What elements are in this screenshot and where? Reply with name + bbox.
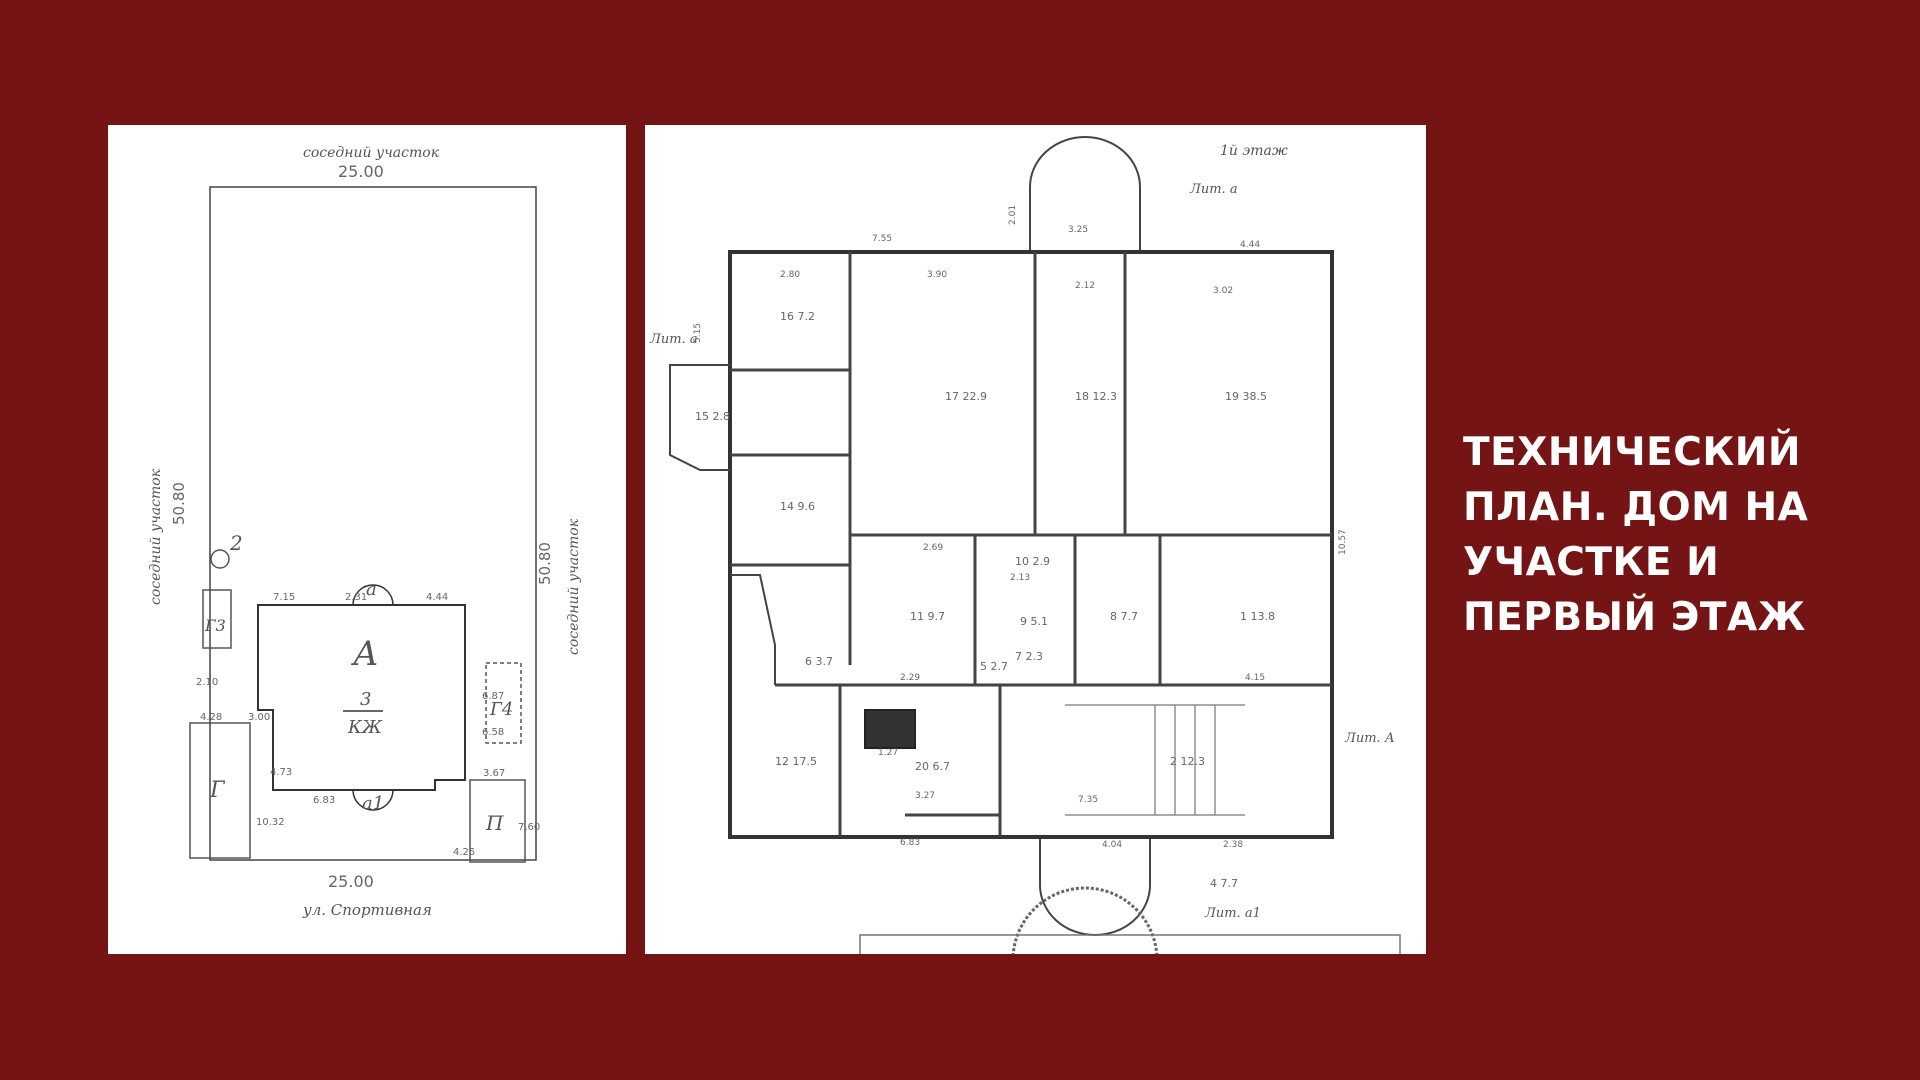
site-dimension: 7.15 [273, 592, 295, 603]
floor-plan-image: 1й этаж Лит. а Лит. а Лит. А Лит. а1 [645, 125, 1426, 954]
site-dimension: 6.87 [482, 691, 504, 702]
room-label: 14 9.6 [780, 500, 815, 513]
floor-dimension: 4.04 [1102, 840, 1122, 850]
room-label: 12 17.5 [775, 755, 817, 768]
floor-dimension: 4.44 [1240, 240, 1260, 250]
lit-a-label: Лит. а [1189, 182, 1238, 197]
site-dimension: 4.73 [270, 767, 292, 778]
room-label: 8 7.7 [1110, 610, 1138, 623]
house-material: КЖ [347, 717, 383, 738]
site-left-label: соседний участок [148, 468, 164, 605]
house-floors: 3 [360, 689, 371, 710]
floor-dimension: 2.38 [1223, 840, 1243, 850]
room-label: 18 12.3 [1075, 390, 1117, 403]
site-dimension: 6.83 [313, 795, 335, 806]
floor-dimension: 7.55 [872, 234, 892, 244]
site-dimension: 7.60 [518, 822, 540, 833]
site-right-dim: 50.80 [536, 542, 554, 585]
shed-g-label: Г [209, 778, 226, 803]
site-dimension: 3.00 [248, 712, 270, 723]
site-dimension: 2.10 [196, 677, 218, 688]
site-dimension: 4.28 [200, 712, 222, 723]
site-dimension: 3.67 [483, 768, 505, 779]
room-label: 16 7.2 [780, 310, 815, 323]
room-label: 10 2.9 [1015, 555, 1050, 568]
room-label: 6 3.7 [805, 655, 833, 668]
room-label: 15 2.8 [695, 410, 730, 423]
street-label: ул. Спортивная [302, 901, 432, 919]
floor-dimension: 2.69 [923, 543, 943, 553]
room-label: 7 2.3 [1015, 650, 1043, 663]
room-label: 17 22.9 [945, 390, 987, 403]
room-label: 11 9.7 [910, 610, 945, 623]
site-top-dim: 25.00 [338, 162, 384, 181]
floor-dimension: 7.35 [1078, 795, 1098, 805]
site-dimension: 4.25 [453, 847, 475, 858]
floor-dimension: 1.27 [878, 748, 898, 758]
floor-label: 1й этаж [1220, 143, 1288, 159]
site-bottom-dim: 25.00 [328, 872, 374, 891]
porch-top-label: а [366, 579, 377, 600]
site-left-dim: 50.80 [170, 482, 188, 525]
floor-dimension: 3.02 [1213, 286, 1233, 296]
room-label: 19 38.5 [1225, 390, 1267, 403]
site-dimension: 6.58 [482, 727, 504, 738]
floor-dimension: 2.80 [780, 270, 800, 280]
lit-a1-label: Лит. а1 [1204, 906, 1261, 921]
room-label: 4 7.7 [1210, 877, 1238, 890]
site-dimension: 2.31 [345, 592, 367, 603]
well-label: 2 [229, 531, 243, 555]
lit-a-left-label: Лит. а [649, 332, 698, 347]
shed-p-label: П [485, 811, 504, 835]
floor-dimension: 3.27 [915, 791, 935, 801]
floor-dimension: 2.12 [1075, 281, 1095, 291]
floor-dimension: 3.25 [1068, 225, 1088, 235]
room-label: 5 2.7 [980, 660, 1008, 673]
room-label: 2 12.3 [1170, 755, 1205, 768]
site-right-label: соседний участок [566, 518, 582, 655]
room-label: 1 13.8 [1240, 610, 1275, 623]
floor-dimension: 6.83 [900, 838, 920, 848]
site-dimension: 4.44 [426, 592, 448, 603]
floor-dimension: 2.29 [900, 673, 920, 683]
house-letter: А [351, 634, 379, 674]
shed-g4-label: Г4 [489, 699, 513, 720]
shed-g3-label: Г3 [204, 616, 226, 635]
floor-dimension: 4.15 [1245, 673, 1265, 683]
site-top-label: соседний участок [303, 145, 440, 161]
room-label: 20 6.7 [915, 760, 950, 773]
floor-dimension: 2.13 [1010, 573, 1030, 583]
floor-dimension: 2.01 [1008, 205, 1018, 225]
site-plan-image: соседний участок 25.00 соседний участок … [108, 125, 626, 954]
site-dimension: 10.32 [256, 817, 285, 828]
room-label: 9 5.1 [1020, 615, 1048, 628]
lit-a-side-label: Лит. А [1344, 731, 1395, 746]
porch-bottom-label: а1 [362, 793, 384, 814]
floor-dimension: 3.90 [927, 270, 947, 280]
floor-dimension: 5.15 [693, 323, 703, 343]
floor-dimension: 10.57 [1338, 529, 1348, 555]
slide-heading: ТЕХНИЧЕСКИЙ ПЛАН. ДОМ НА УЧАСТКЕ И ПЕРВЫ… [1463, 430, 1809, 640]
